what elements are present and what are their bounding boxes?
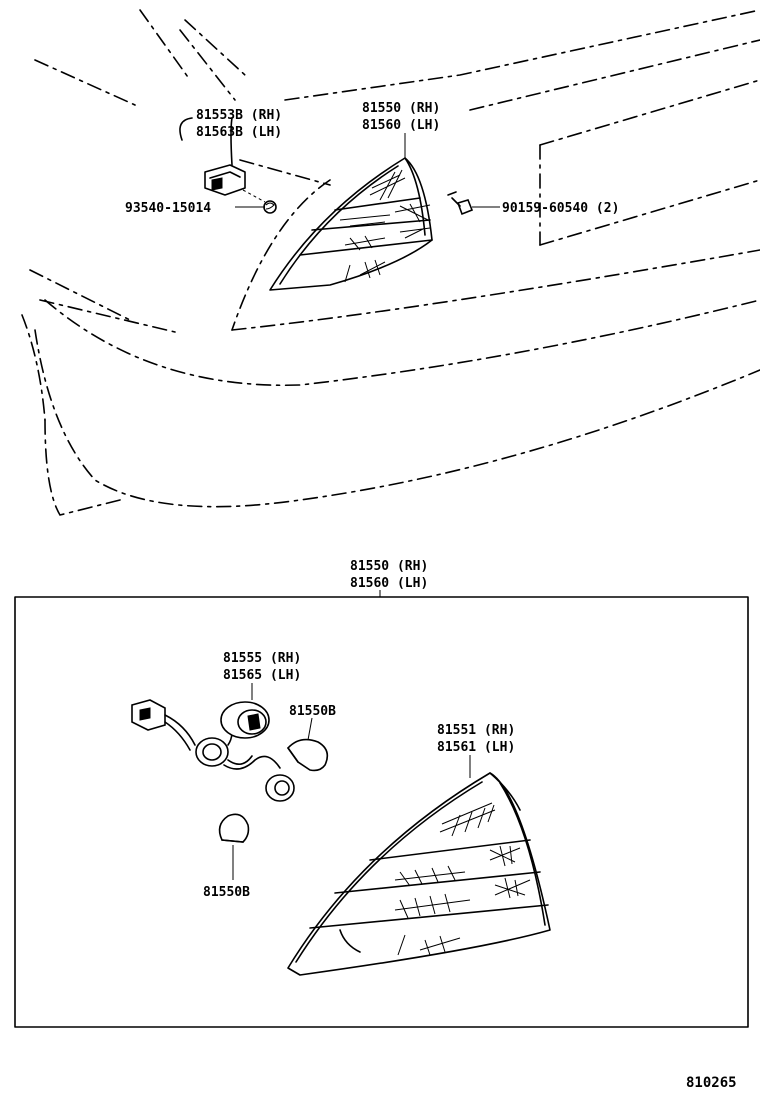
bumper-outline [21,314,46,421]
label-90159-60540: 90159-60540 (2) [502,201,619,216]
bumper-outline [34,329,760,508]
label-81563B-lh: 81563B (LH) [196,125,282,140]
body-outline [29,269,131,321]
body-outline [239,159,331,186]
lamp-bracket-81553B [179,117,246,196]
socket-and-wire-81555 [131,683,295,802]
label-81560-lh-box: 81560 (LH) [350,576,428,591]
trunk-outline [539,179,760,246]
label-81561-lh: 81561 (LH) [437,740,515,755]
bulb-81550B-upper [286,717,329,772]
screw-90159-60540 [447,191,474,216]
label-81550B-lower: 81550B [203,885,250,900]
body-outline [39,299,176,333]
label-81560-lh-top: 81560 (LH) [362,118,440,133]
body-outline [231,249,760,331]
bumper-outline [44,299,760,387]
body-outline [139,9,191,81]
bulb-81550B-lower [218,813,250,880]
trunk-outline [539,79,760,146]
label-81551-rh: 81551 (RH) [437,723,515,738]
label-81565-lh: 81565 (LH) [223,668,301,683]
lamp-lens-81551 [287,755,551,976]
label-81555-rh: 81555 (RH) [223,651,301,666]
lamp-assembly-detail: 81550 (RH) 81560 (LH) [14,559,749,1028]
detail-frame [14,596,749,1028]
vehicle-rear-quarter-view: 81553B (RH) 81563B (LH) 81550 (RH) 81560… [21,9,760,516]
body-outline [184,19,246,76]
label-81550B-upper: 81550B [289,704,336,719]
clip-nut-93540-15014 [242,189,277,214]
lamp-cavity-outline [231,179,331,331]
label-81553B-rh: 81553B (RH) [196,108,282,123]
body-outline [34,59,136,106]
bumper-outline [44,419,121,516]
diagram-number: 810265 [686,1075,737,1091]
label-81550-rh-box: 81550 (RH) [350,559,428,574]
body-outline [284,9,760,101]
body-outline [469,39,760,111]
rear-combination-lamp-installed [269,157,433,291]
leader-81550B-upper [307,717,313,741]
label-81550-rh-top: 81550 (RH) [362,101,440,116]
label-93540-15014: 93540-15014 [125,201,211,216]
